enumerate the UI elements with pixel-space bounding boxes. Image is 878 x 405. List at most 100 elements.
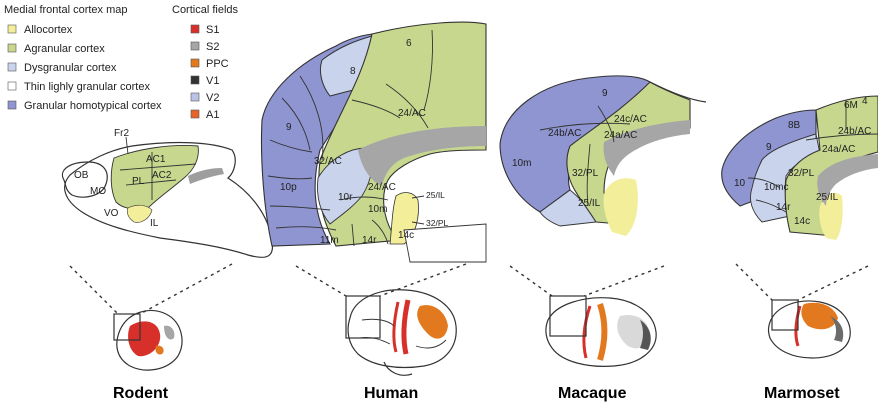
legend: Medial frontal cortex map Cortical field… xyxy=(4,4,239,121)
macaque-label-24aac: 24a/AC xyxy=(604,130,637,141)
rodent-label-pl: PL xyxy=(132,176,145,187)
rodent-label-fr2: Fr2 xyxy=(114,128,129,139)
marmoset-medial-map: 6M 4 8B 24b/AC 24a/AC 9 32/PL 10 10mc 25… xyxy=(722,96,878,240)
human-label-10r: 10r xyxy=(338,192,353,203)
human-label-10p: 10p xyxy=(280,182,297,193)
legend-swatch-a1 xyxy=(191,110,199,118)
marmoset-label-24bac: 24b/AC xyxy=(838,126,871,137)
human-medial-map: 6 8 24/AC 9 32/AC 10p 10r 24/AC 10m 25/I… xyxy=(261,22,486,262)
legend-cortex-title: Medial frontal cortex map xyxy=(4,4,128,16)
legend-label-v2: V2 xyxy=(206,92,219,104)
macaque-label-24bac: 24b/AC xyxy=(548,128,581,139)
legend-swatch-granular xyxy=(8,101,16,109)
rodent-zoom-line-left xyxy=(70,266,118,314)
human-label-6: 6 xyxy=(406,38,412,49)
marmoset-lateral-brain: Marmoset xyxy=(736,264,868,402)
human-label-9: 9 xyxy=(286,122,292,133)
rodent-ppc-field xyxy=(155,346,163,355)
macaque-label-24cac: 24c/AC xyxy=(614,114,647,125)
marmoset-zoom-line-right xyxy=(798,266,868,300)
marmoset-label-4: 4 xyxy=(862,96,868,107)
human-lateral-sulcus-3 xyxy=(416,340,446,348)
rodent-label-ac1: AC1 xyxy=(146,154,166,165)
marmoset-label-32pl: 32/PL xyxy=(788,168,815,179)
human-label-24ac-top: 24/AC xyxy=(398,108,426,119)
legend-swatch-dysgranular xyxy=(8,63,16,71)
legend-fields-title: Cortical fields xyxy=(172,4,239,16)
rodent-species-label: Rodent xyxy=(113,385,169,402)
rodent-label-ob: OB xyxy=(74,170,89,181)
marmoset-label-24aac: 24a/AC xyxy=(822,144,855,155)
human-s1-field xyxy=(404,300,408,354)
human-s1-field-2 xyxy=(394,302,398,352)
legend-swatch-v1 xyxy=(191,76,199,84)
marmoset-label-25il: 25/IL xyxy=(816,192,839,203)
macaque-zoom-box xyxy=(550,296,586,336)
macaque-ppc-field xyxy=(600,304,605,360)
macaque-label-10m: 10m xyxy=(512,158,531,169)
legend-swatch-ppc xyxy=(191,59,199,67)
human-cerebellum-outline xyxy=(384,362,412,375)
human-label-24ac-low: 24/AC xyxy=(368,182,396,193)
legend-swatch-agranular xyxy=(8,44,16,52)
marmoset-label-14r: 14r xyxy=(776,202,791,213)
legend-cortex-items: Allocortex Agranular cortex Dysgranular … xyxy=(8,24,162,112)
rodent-il-region xyxy=(127,205,152,222)
legend-label-a1: A1 xyxy=(206,109,219,121)
human-label-32ac: 32/AC xyxy=(314,156,342,167)
rodent-fr2-pointer xyxy=(126,137,128,154)
human-zoom-line-left xyxy=(296,266,346,296)
macaque-zoom-line-left xyxy=(510,266,552,296)
macaque-species-label: Macaque xyxy=(558,385,627,402)
macaque-s1-field xyxy=(584,306,590,358)
rodent-corpus-callosum xyxy=(188,168,224,184)
macaque-label-9: 9 xyxy=(602,88,608,99)
legend-label-allocortex: Allocortex xyxy=(24,24,73,36)
macaque-panel: 9 24c/AC 24b/AC 24a/AC 10m 32/PL 25/IL M… xyxy=(500,76,706,402)
marmoset-label-10: 10 xyxy=(734,178,746,189)
human-label-14c: 14c xyxy=(398,230,414,241)
legend-label-s1: S1 xyxy=(206,24,219,36)
marmoset-panel: 6M 4 8B 24b/AC 24a/AC 9 32/PL 10 10mc 25… xyxy=(722,96,878,402)
human-zoom-line-right xyxy=(380,264,466,296)
human-label-10m: 10m xyxy=(368,204,387,215)
macaque-zoom-line-right xyxy=(584,266,664,296)
human-label-11m: 11m xyxy=(320,235,339,246)
legend-swatch-thin-granular xyxy=(8,82,16,90)
legend-label-s2: S2 xyxy=(206,41,219,53)
macaque-label-32pl: 32/PL xyxy=(572,168,599,179)
legend-swatch-allocortex xyxy=(8,25,16,33)
macaque-allocortex-region xyxy=(603,178,637,236)
macaque-label-25il: 25/IL xyxy=(578,198,601,209)
human-zoom-box xyxy=(346,296,380,338)
human-panel: 6 8 24/AC 9 32/AC 10p 10r 24/AC 10m 25/I… xyxy=(261,22,486,402)
legend-label-granular: Granular homotypical cortex xyxy=(24,100,162,112)
legend-swatch-v2 xyxy=(191,93,199,101)
marmoset-label-8b: 8B xyxy=(788,120,801,131)
legend-swatch-s2 xyxy=(191,42,199,50)
human-label-8: 8 xyxy=(350,66,356,77)
marmoset-zoom-box xyxy=(772,300,798,330)
macaque-lateral-brain: Macaque xyxy=(510,266,664,402)
marmoset-zoom-line-left xyxy=(736,264,772,300)
macaque-medial-map: 9 24c/AC 24b/AC 24a/AC 10m 32/PL 25/IL xyxy=(500,76,706,236)
rodent-zoom-line-right xyxy=(140,264,232,314)
legend-label-dysgranular: Dysgranular cortex xyxy=(24,62,117,74)
rodent-label-mo: MO xyxy=(90,186,106,197)
human-label-14r: 14r xyxy=(362,235,377,246)
human-thin-granular-region xyxy=(404,224,486,262)
human-ppc-field xyxy=(417,305,448,339)
marmoset-label-10mc: 10mc xyxy=(764,182,788,193)
human-species-label: Human xyxy=(364,385,418,402)
human-lateral-brain: Human xyxy=(296,264,466,402)
rodent-lateral-brain: Rodent xyxy=(70,264,232,402)
rodent-panel: Fr2 OB AC1 AC2 PL MO VO IL Rodent xyxy=(62,128,272,402)
human-label-25il: 25/IL xyxy=(426,190,445,200)
human-lateral-sulcus-1 xyxy=(362,319,394,326)
marmoset-label-6m: 6M xyxy=(844,100,858,111)
rodent-label-il: IL xyxy=(150,218,159,229)
human-label-32pl: 32/PL xyxy=(426,218,448,228)
legend-label-v1: V1 xyxy=(206,75,219,87)
legend-label-agranular: Agranular cortex xyxy=(24,43,105,55)
